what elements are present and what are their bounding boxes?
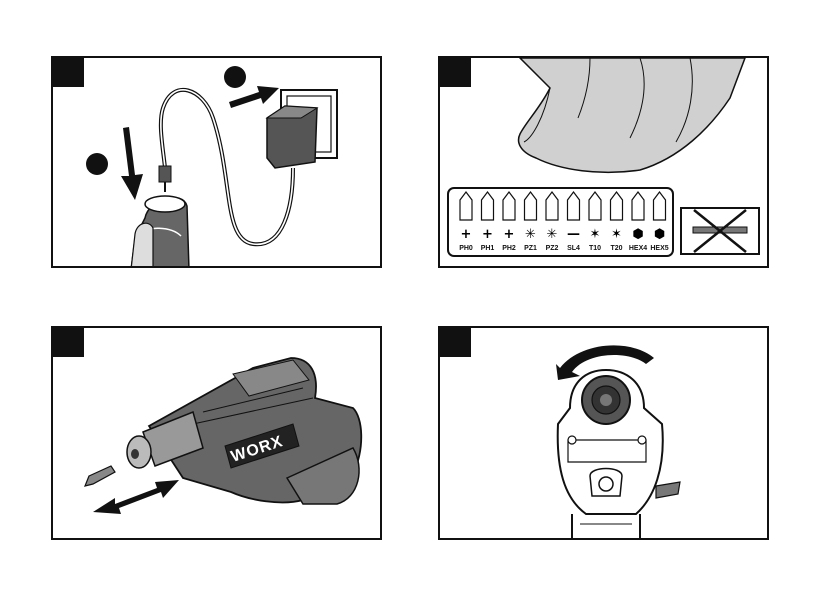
- bit-label: HEX4: [629, 245, 647, 252]
- step-circle-1: [86, 153, 108, 175]
- bit-label: T10: [589, 245, 601, 252]
- arrow-down-icon: [121, 127, 143, 200]
- bit-symbol-icon: ✶: [611, 227, 622, 242]
- step-circle-2: [224, 66, 246, 88]
- panel-insert-bit: WORX: [51, 326, 382, 540]
- bit-label: SL4: [567, 245, 580, 252]
- bit-label: PZ2: [546, 245, 559, 252]
- bit-symbol-icon: +: [504, 227, 515, 242]
- bit: [85, 466, 115, 486]
- bit-symbol-icon: ✳: [525, 227, 536, 242]
- cable-connector: [159, 166, 171, 182]
- bit-symbol-icon: ✶: [590, 227, 601, 242]
- hand: [131, 223, 153, 268]
- double-arrow-icon: [93, 480, 179, 514]
- arrow-right-icon: [229, 86, 279, 108]
- charging-illustration: [53, 58, 382, 268]
- bit-label: PH0: [459, 245, 473, 252]
- bit-symbol-icon: —: [567, 227, 580, 242]
- bit-symbol-icon: +: [461, 227, 472, 242]
- bit-symbol-icon: ⬢: [632, 227, 643, 242]
- rotate-illustration: [440, 328, 769, 540]
- bit-label: PZ1: [524, 245, 537, 252]
- direction-switch: [656, 482, 680, 498]
- pointing-hand: [519, 58, 745, 172]
- bit-label: PH2: [502, 245, 516, 252]
- panel-charging: [51, 56, 382, 268]
- bit-label: HEX5: [650, 245, 668, 252]
- bit-symbol-icon: ✳: [547, 227, 558, 242]
- insert-bit-illustration: WORX: [53, 328, 382, 540]
- bit-symbol-icon: +: [482, 227, 493, 242]
- panel-bit-selection: + PH0 + PH1 + PH2 ✳ PZ1 ✳ PZ2 — SL4 ✶ T10 ✶ T20 ⬢ HEX4 ⬢ HE…: [438, 56, 769, 268]
- bit-label: PH1: [481, 245, 495, 252]
- panel-rotate: [438, 326, 769, 540]
- bit-label: T20: [610, 245, 622, 252]
- bit-symbol-icon: ⬢: [654, 227, 665, 242]
- bit-selection-illustration: + PH0 + PH1 + PH2 ✳ PZ1 ✳ PZ2 — SL4 ✶ T10 ✶ T20 ⬢ HEX4 ⬢ HE…: [440, 58, 769, 268]
